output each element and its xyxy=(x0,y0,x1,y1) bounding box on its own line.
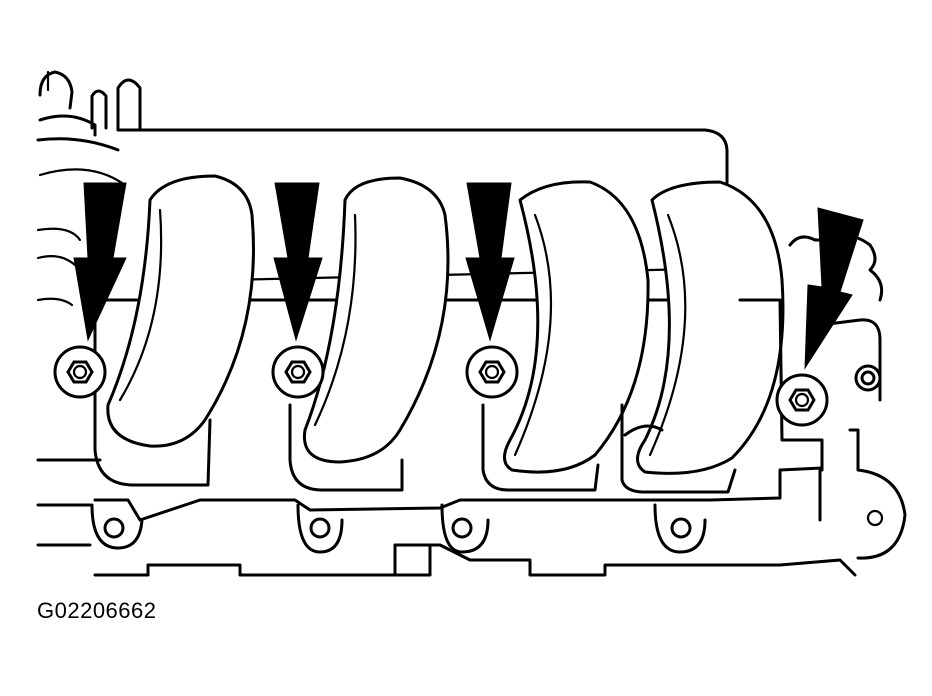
arrow-2 xyxy=(273,182,323,342)
arrow-4 xyxy=(804,207,864,370)
nut-1 xyxy=(53,345,107,399)
nut-2 xyxy=(271,345,325,399)
nut-4 xyxy=(775,373,829,427)
nut-3 xyxy=(465,345,519,399)
figure-id-label: G02206662 xyxy=(37,598,157,623)
callout-arrows xyxy=(73,182,864,370)
arrow-3 xyxy=(465,182,515,342)
arrow-1 xyxy=(73,182,127,342)
fasteners xyxy=(53,345,876,427)
runner-ports xyxy=(93,174,824,494)
lower-flange xyxy=(36,458,857,577)
